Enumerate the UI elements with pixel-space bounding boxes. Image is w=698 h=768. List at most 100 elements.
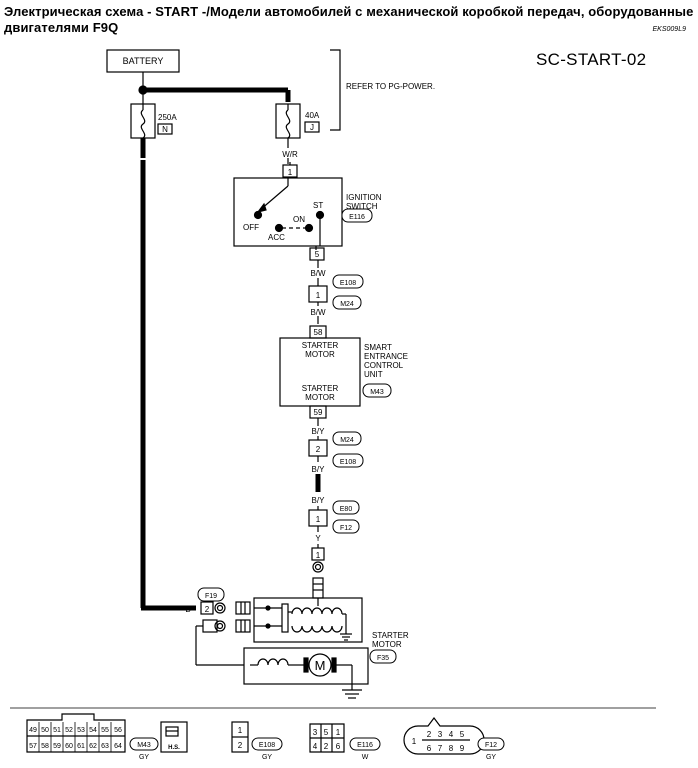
- e108-code: E108: [259, 742, 275, 749]
- scu-title-2: ENTRANCE: [364, 352, 408, 361]
- e116-pin: 3: [313, 728, 318, 737]
- ign-title-2: SWITCH: [346, 202, 378, 211]
- f12-pin: 5: [460, 730, 465, 739]
- sheet-id: SC-START-02: [536, 50, 647, 69]
- f12-pin: 2: [427, 730, 432, 739]
- wire-y: Y: [315, 534, 321, 543]
- joint1-pin: 1: [316, 291, 321, 300]
- solenoid-plunger: [312, 577, 324, 599]
- starter-motor-box: [243, 647, 369, 685]
- starter-connector: F35: [377, 655, 389, 662]
- ign-on-contact: [304, 223, 314, 233]
- fuse-n-label-box: [157, 123, 173, 135]
- scu-connector: M43: [370, 389, 384, 396]
- solenoid-conn-2: [235, 619, 251, 633]
- refer-bracket: [330, 49, 341, 131]
- ign-acc-label: ACC: [268, 233, 285, 242]
- m43-pin: 52: [65, 727, 73, 734]
- m43-code: M43: [137, 742, 151, 749]
- hs-label: H.S.: [168, 745, 180, 751]
- fuse-40a-rating: 40A: [305, 111, 320, 120]
- scu-func-bottom-1: STARTER: [302, 384, 339, 393]
- ign-st-contact: [315, 210, 325, 220]
- diagram-title: Электрическая схема - START -/Модели авт…: [4, 4, 694, 35]
- f12-connector-face: [403, 717, 485, 755]
- wire-by-3: B/Y: [312, 496, 326, 505]
- f12-pin: 8: [449, 744, 454, 753]
- fuse-250a-letter: N: [162, 125, 168, 134]
- document-code: EKS009L9: [652, 26, 686, 33]
- m43-pin: 63: [101, 743, 109, 750]
- solenoid-coil-2: [291, 625, 343, 633]
- starter-title-1: STARTER: [372, 631, 409, 640]
- e116-connector-face: [309, 723, 345, 753]
- e108-pin: 1: [238, 726, 243, 735]
- scu-func-top-2: MOTOR: [305, 350, 335, 359]
- starter-pin-1-box: [311, 547, 325, 561]
- m43-pin: 62: [89, 743, 97, 750]
- m43-pin: 55: [101, 727, 109, 734]
- starter-pin-b: 2: [205, 605, 210, 614]
- f12-color: GY: [486, 754, 496, 761]
- e116-code: E116: [357, 742, 373, 749]
- f12-pin: 4: [449, 730, 454, 739]
- wire-wr: W/R: [282, 150, 298, 159]
- joint2-bottom: E108: [340, 459, 356, 466]
- e108-color: GY: [262, 754, 272, 761]
- f12-pin: 7: [438, 744, 443, 753]
- e116-color: W: [362, 754, 369, 761]
- solenoid-conn-1: [235, 601, 251, 615]
- joint3-bottom: F12: [340, 525, 352, 532]
- fuse-40a-letter: J: [310, 123, 314, 132]
- m43-pin: 60: [65, 743, 73, 750]
- e116-pin: 4: [313, 742, 318, 751]
- joint3-top: E80: [340, 506, 353, 513]
- f19-pin-box: [200, 601, 214, 615]
- ign-on-label: ON: [293, 215, 305, 224]
- motor-symbol: [308, 653, 332, 677]
- f12-pin: 9: [460, 744, 465, 753]
- ign-in-pin: 1: [288, 168, 293, 177]
- starter-title-2: MOTOR: [372, 640, 402, 649]
- starter-terminal: [312, 561, 324, 573]
- ign-st-label: ST: [313, 201, 323, 210]
- header: Электрическая схема - START -/Модели авт…: [4, 4, 694, 36]
- f12-pin: 3: [438, 730, 443, 739]
- ign-title-1: IGNITION: [346, 193, 382, 202]
- ignition-switch-box: [233, 177, 343, 247]
- m43-pin: 51: [53, 727, 61, 734]
- f19-connector: F19: [205, 593, 217, 600]
- m43-pin: 61: [77, 743, 85, 750]
- scu-title-3: CONTROL: [364, 361, 404, 370]
- m43-pin: 53: [77, 727, 85, 734]
- scu-title-4: UNIT: [364, 370, 383, 379]
- wire-by-2: B/Y: [312, 465, 326, 474]
- scu-title-1: SMART: [364, 343, 392, 352]
- battery-label: BATTERY: [123, 56, 164, 66]
- field-winding: [257, 658, 289, 666]
- joint2-top: M24: [340, 437, 354, 444]
- scu-func-bottom-2: MOTOR: [305, 393, 335, 402]
- scu-in-pin: 58: [314, 328, 323, 337]
- e116-pin: 5: [324, 728, 329, 737]
- fuse-250a-rating: 250A: [158, 113, 177, 122]
- hs-icon: [160, 721, 188, 753]
- wire-by-1: B/Y: [312, 427, 326, 436]
- e116-pin: 6: [336, 742, 341, 751]
- e116-pin: 2: [324, 742, 329, 751]
- f12-pin: 1: [412, 737, 417, 746]
- ign-acc-contact: [274, 223, 284, 233]
- m43-pin: 58: [41, 743, 49, 750]
- joint1-bottom: M24: [340, 301, 354, 308]
- joint2-pin: 2: [316, 445, 321, 454]
- wire-b-top: B: [140, 149, 145, 158]
- fuse-j-label-box: [304, 121, 320, 133]
- ign-pin-5-box: [309, 247, 325, 261]
- f12-code: F12: [485, 742, 497, 749]
- m43-pin: 49: [29, 727, 37, 734]
- e108-pin: 2: [238, 741, 243, 750]
- motor-letter: M: [315, 658, 326, 673]
- e116-pin: 1: [336, 728, 341, 737]
- wire-b-bottom: B: [185, 605, 190, 614]
- f12-pin: 6: [427, 744, 432, 753]
